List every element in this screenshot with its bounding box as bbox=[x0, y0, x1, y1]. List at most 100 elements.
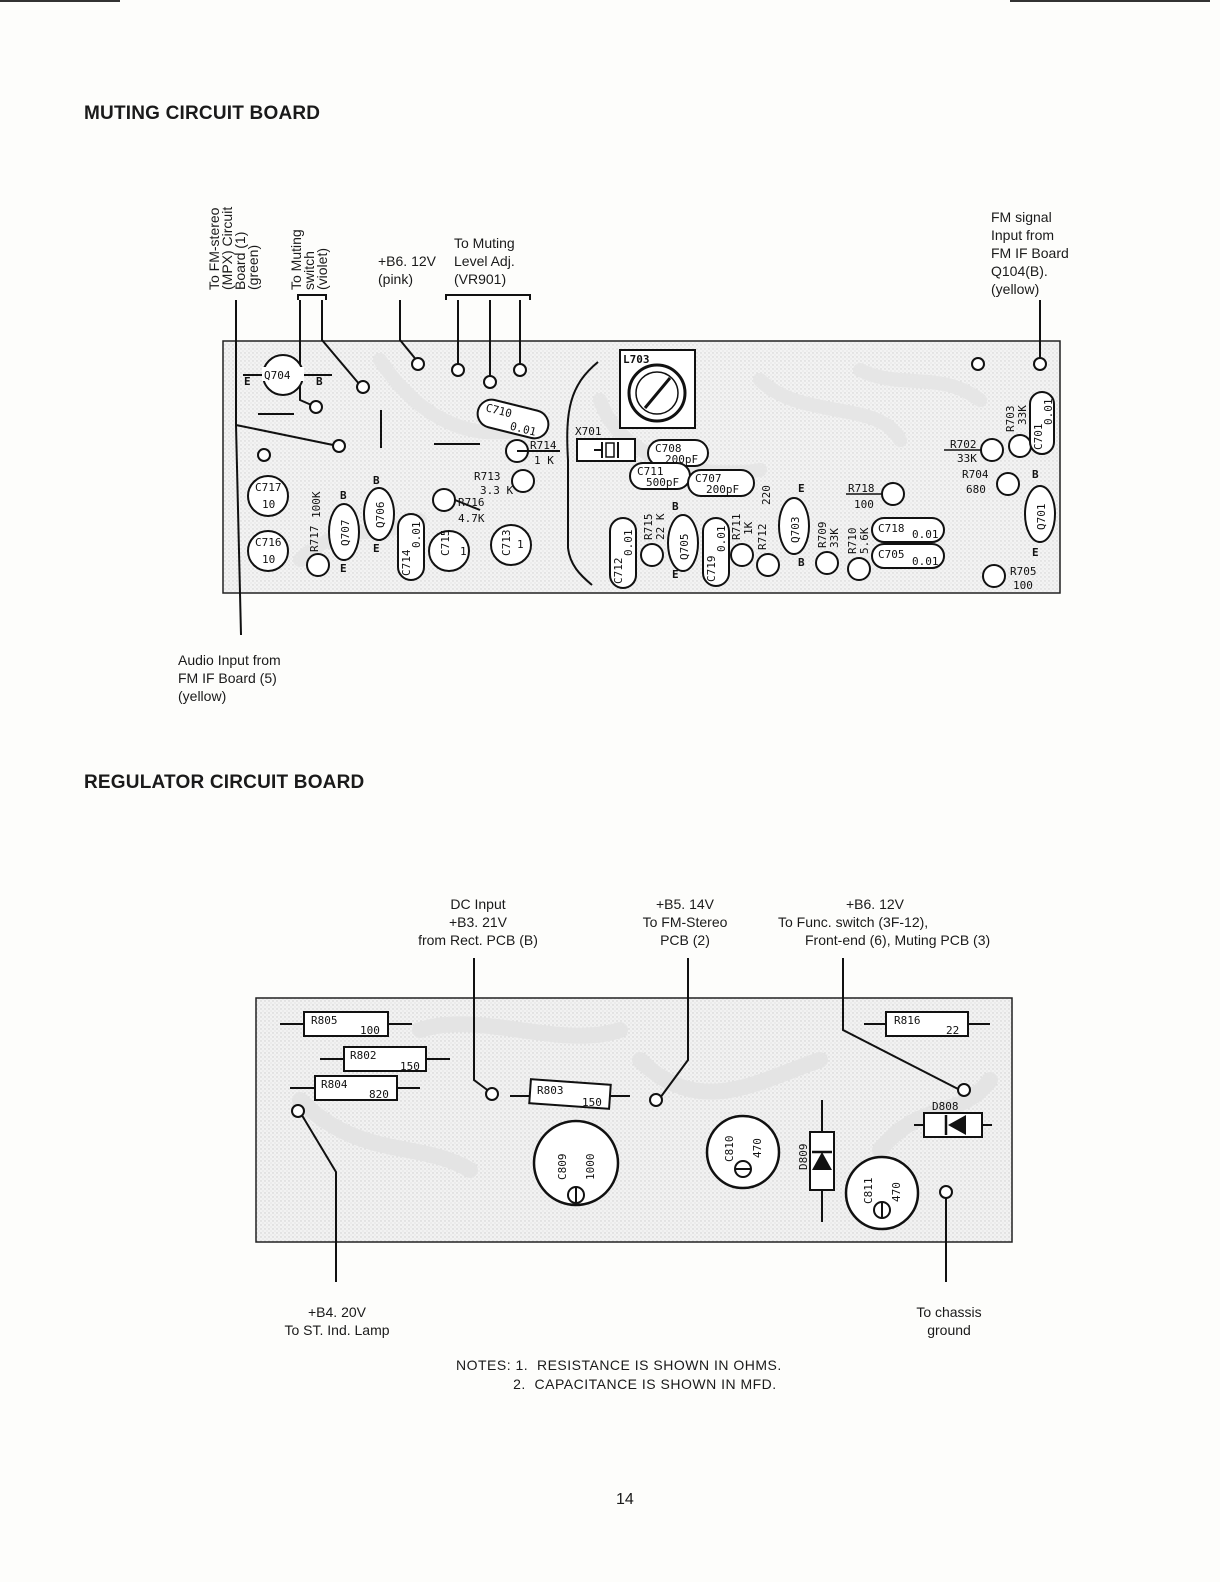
r714-resistor: R714 1 K bbox=[505, 439, 560, 467]
svg-text:R718: R718 bbox=[848, 482, 875, 495]
svg-text:220: 220 bbox=[760, 485, 773, 505]
svg-text:R805: R805 bbox=[311, 1014, 338, 1027]
muting-pads bbox=[257, 357, 1047, 462]
r705-resistor: R705 100 bbox=[982, 564, 1037, 592]
svg-text:B: B bbox=[316, 375, 323, 388]
svg-text:1K: 1K bbox=[742, 521, 755, 535]
r717-resistor: R717 100K bbox=[306, 491, 330, 577]
svg-text:E: E bbox=[373, 542, 380, 555]
c707-capacitor: C707 200pF bbox=[687, 469, 755, 497]
svg-text:0.01: 0.01 bbox=[912, 528, 939, 541]
r718-resistor: R718 100 bbox=[846, 482, 905, 511]
label-audio-input: Audio Input from FM IF Board (5) (yellow… bbox=[178, 652, 281, 704]
svg-text:C811: C811 bbox=[862, 1178, 875, 1205]
svg-text:0.01: 0.01 bbox=[715, 526, 728, 553]
svg-text:R703: R703 bbox=[1004, 406, 1017, 433]
svg-text:B: B bbox=[798, 556, 805, 569]
svg-text:C711: C711 bbox=[637, 465, 664, 478]
r713-resistor: R713 3.3 K bbox=[474, 469, 535, 497]
svg-text:B: B bbox=[1032, 468, 1039, 481]
c718-capacitor: C718 0.01 bbox=[871, 517, 945, 543]
q701-transistor: Q701 B E bbox=[1024, 468, 1056, 559]
svg-text:C809: C809 bbox=[556, 1154, 569, 1181]
svg-text:R716: R716 bbox=[458, 496, 485, 509]
svg-text:1000: 1000 bbox=[584, 1154, 597, 1181]
svg-text:C714: C714 bbox=[400, 549, 413, 576]
label-chassis-ground: To chassis ground bbox=[916, 1304, 982, 1338]
d808-diode: D808 bbox=[914, 1100, 992, 1138]
svg-text:1: 1 bbox=[460, 545, 467, 558]
svg-text:R717: R717 bbox=[308, 526, 321, 553]
label-b6-pink: +B6. 12V (pink) bbox=[378, 253, 436, 287]
svg-text:100: 100 bbox=[854, 498, 874, 511]
svg-text:680: 680 bbox=[966, 483, 986, 496]
svg-text:B: B bbox=[373, 474, 380, 487]
r805-resistor: R805 100 bbox=[280, 1011, 412, 1037]
r711-resistor: R711 1K bbox=[730, 514, 755, 567]
svg-text:B: B bbox=[340, 489, 347, 502]
svg-text:C719: C719 bbox=[705, 556, 718, 583]
r803-resistor: R803 150 bbox=[510, 1078, 630, 1110]
svg-text:10: 10 bbox=[262, 498, 275, 511]
q705-transistor: Q705 B E bbox=[667, 500, 699, 581]
r716-resistor: R716 4.7K bbox=[432, 488, 485, 525]
svg-text:C718: C718 bbox=[878, 522, 905, 535]
svg-text:R712: R712 bbox=[756, 524, 769, 551]
svg-text:150: 150 bbox=[582, 1096, 602, 1109]
c714-capacitor: C714 0.01 bbox=[397, 513, 425, 581]
top-rule-left bbox=[0, 0, 120, 2]
svg-text:5.6K: 5.6K bbox=[858, 527, 871, 554]
d809-diode: D809 bbox=[797, 1100, 835, 1222]
l703-coil: L703 bbox=[619, 349, 696, 429]
c716-capacitor: C716 10 bbox=[247, 530, 289, 572]
regulator-leader-lines bbox=[299, 958, 961, 1282]
svg-text:R702: R702 bbox=[950, 438, 977, 451]
svg-text:33K: 33K bbox=[1016, 405, 1029, 425]
q707-transistor: Q707 B E bbox=[328, 489, 360, 575]
svg-text:E: E bbox=[1032, 546, 1039, 559]
svg-text:C717: C717 bbox=[255, 481, 282, 494]
c717-capacitor: C717 10 bbox=[247, 475, 289, 517]
svg-text:R816: R816 bbox=[894, 1014, 921, 1027]
svg-text:1 K: 1 K bbox=[534, 454, 554, 467]
c713-capacitor: C713 1 bbox=[490, 524, 532, 566]
svg-text:500pF: 500pF bbox=[646, 476, 679, 489]
c715-capacitor: C715 1 bbox=[428, 530, 470, 572]
svg-text:22: 22 bbox=[946, 1024, 959, 1037]
muting-title: MUTING CIRCUIT BOARD bbox=[84, 103, 321, 124]
svg-text:150: 150 bbox=[400, 1060, 420, 1073]
svg-text:4.7K: 4.7K bbox=[458, 512, 485, 525]
regulator-traces bbox=[292, 1016, 998, 1178]
svg-text:3.3 K: 3.3 K bbox=[480, 484, 513, 497]
c809-capacitor: C809 1000 bbox=[532, 1119, 620, 1207]
r804-resistor: R804 820 bbox=[290, 1075, 420, 1101]
label-b5: +B5. 14V To FM-Stereo PCB (2) bbox=[642, 896, 728, 948]
regulator-board-diagram: R805 100 R802 150 R804 820 R803 150 R816… bbox=[255, 958, 1013, 1282]
svg-text:R704: R704 bbox=[962, 468, 989, 481]
svg-text:C716: C716 bbox=[255, 536, 282, 549]
c701-capacitor: C701 0.01 bbox=[1029, 391, 1055, 455]
svg-text:X701: X701 bbox=[575, 425, 602, 438]
svg-text:0.01: 0.01 bbox=[1042, 399, 1055, 426]
r715-resistor: R715 22 K bbox=[640, 513, 667, 567]
svg-text:D808: D808 bbox=[932, 1100, 959, 1113]
svg-text:C810: C810 bbox=[723, 1136, 736, 1163]
c710-capacitor: C710 0.01 bbox=[476, 398, 550, 440]
r702-resistor: R702 33K bbox=[944, 438, 1004, 465]
c719-capacitor: C719 0.01 bbox=[702, 517, 730, 587]
c705-capacitor: C705 0.01 bbox=[871, 543, 945, 569]
notes: NOTES: 1. RESISTANCE IS SHOWN IN OHMS. 2… bbox=[456, 1357, 782, 1392]
regulator-pads bbox=[291, 1083, 971, 1199]
svg-text:Q701: Q701 bbox=[1035, 504, 1048, 531]
top-rule-right bbox=[1010, 0, 1210, 2]
svg-text:D809: D809 bbox=[797, 1144, 810, 1171]
svg-text:R709: R709 bbox=[816, 522, 829, 549]
x701-crystal: X701 bbox=[575, 425, 636, 462]
r816-resistor: R816 22 bbox=[864, 1011, 990, 1037]
svg-text:R705: R705 bbox=[1010, 565, 1037, 578]
label-b6-line3: Front-end (6), Muting PCB (3) bbox=[805, 932, 991, 948]
svg-text:33K: 33K bbox=[828, 528, 841, 548]
svg-text:10: 10 bbox=[262, 553, 275, 566]
c811-capacitor: C811 470 bbox=[844, 1155, 920, 1231]
c712-capacitor: C712 0.01 bbox=[609, 517, 637, 589]
